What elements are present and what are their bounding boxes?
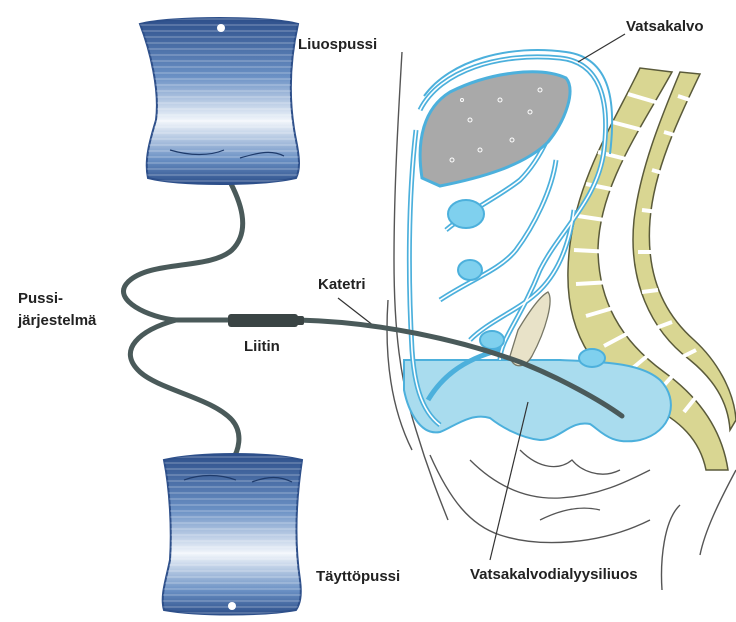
label-peritoneum: Vatsakalvo: [626, 18, 704, 36]
label-drain-bag: Täyttöpussi: [316, 568, 400, 586]
drain-bag: [163, 454, 302, 615]
label-dialysis-fluid: Vatsakalvodialyysiliuos: [470, 566, 638, 584]
liver: [420, 72, 570, 186]
pelvic-outline: [470, 450, 650, 520]
dialysis-fluid-area: [404, 360, 671, 441]
label-connector: Liitin: [244, 338, 280, 356]
label-solution-bag: Liuospussi: [298, 36, 377, 54]
solution-bag: [140, 18, 299, 184]
label-bag-system-line1: Pussi-: [18, 290, 63, 308]
label-bag-system-line2: järjestelmä: [18, 312, 96, 330]
connector: [228, 314, 304, 327]
label-catheter: Katetri: [318, 276, 366, 294]
